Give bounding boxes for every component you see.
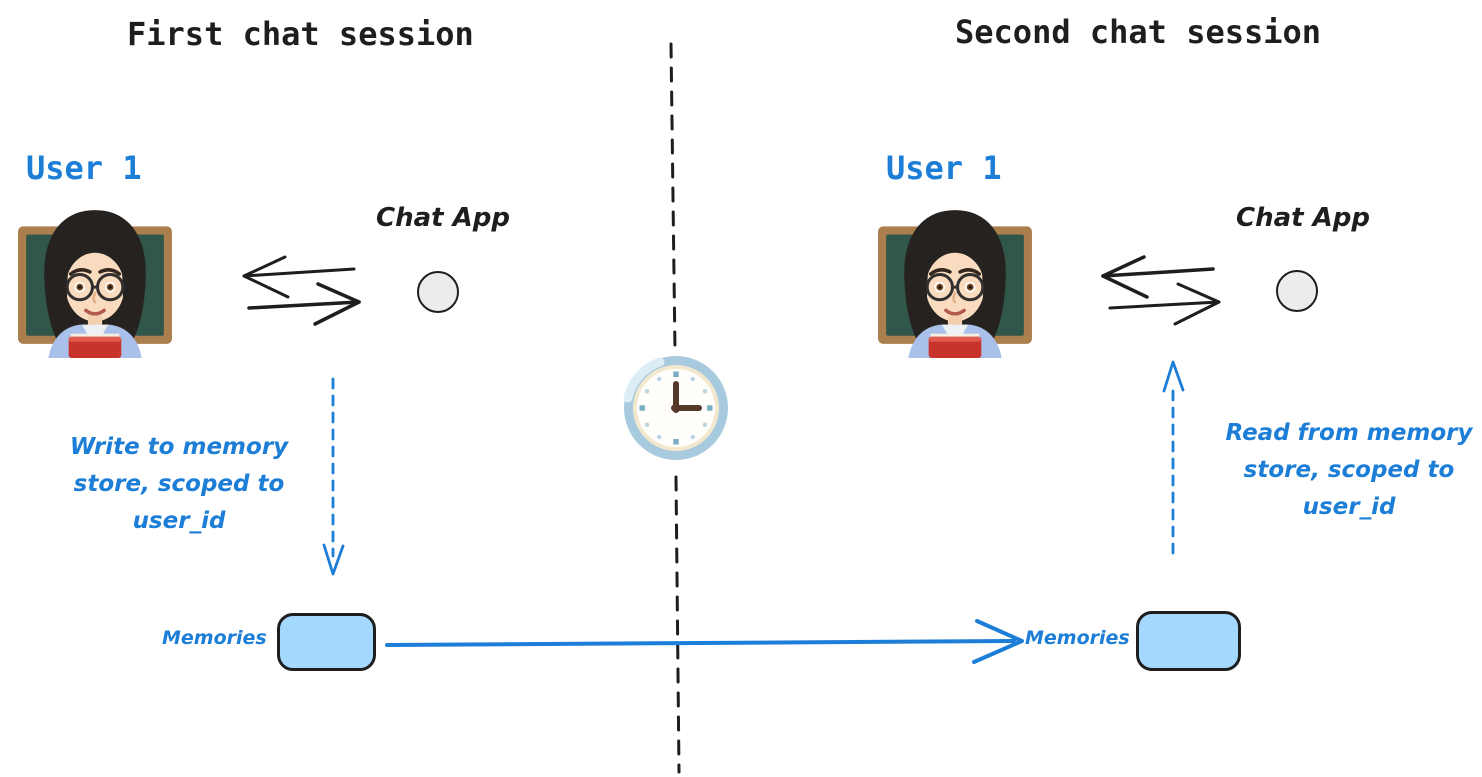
memories-label-first: Memories [162, 627, 267, 649]
memories-box-second [1136, 611, 1241, 671]
user-label-first: User 1 [26, 149, 142, 187]
exchange-arrows-second [1101, 255, 1221, 326]
second-session-title: Second chat session [955, 13, 1322, 51]
read-memory-note: Read from memory store, scoped to user_i… [1204, 415, 1482, 526]
clock-icon [623, 356, 728, 460]
note-line: Read from memory [1225, 420, 1473, 446]
chat-app-label-first: Chat App [376, 203, 510, 233]
woman-teacher-icon-second [872, 196, 1038, 358]
memory-sync-arrow [385, 619, 1024, 664]
session-divider-line-bottom [674, 475, 681, 774]
note-line: user_id [1302, 494, 1396, 520]
exchange-arrows-first [242, 255, 361, 326]
user-label-second: User 1 [886, 149, 1002, 187]
memories-label-second: Memories [1025, 627, 1130, 649]
chat-app-node-first [417, 271, 459, 313]
chat-app-label-second: Chat App [1236, 203, 1370, 233]
note-line: Write to memory [69, 434, 289, 460]
note-line: store, scoped to [73, 471, 285, 497]
memories-box-first [277, 613, 376, 671]
write-memory-note: Write to memory store, scoped to user_id [36, 429, 322, 540]
note-line: user_id [132, 508, 226, 534]
note-line: store, scoped to [1243, 457, 1455, 483]
session-divider-line-top [669, 42, 677, 353]
read-memory-arrow [1162, 360, 1185, 555]
write-memory-arrow [322, 377, 345, 576]
woman-teacher-icon-first [12, 196, 178, 358]
first-session-title: First chat session [127, 15, 474, 53]
chat-app-node-second [1276, 270, 1318, 312]
